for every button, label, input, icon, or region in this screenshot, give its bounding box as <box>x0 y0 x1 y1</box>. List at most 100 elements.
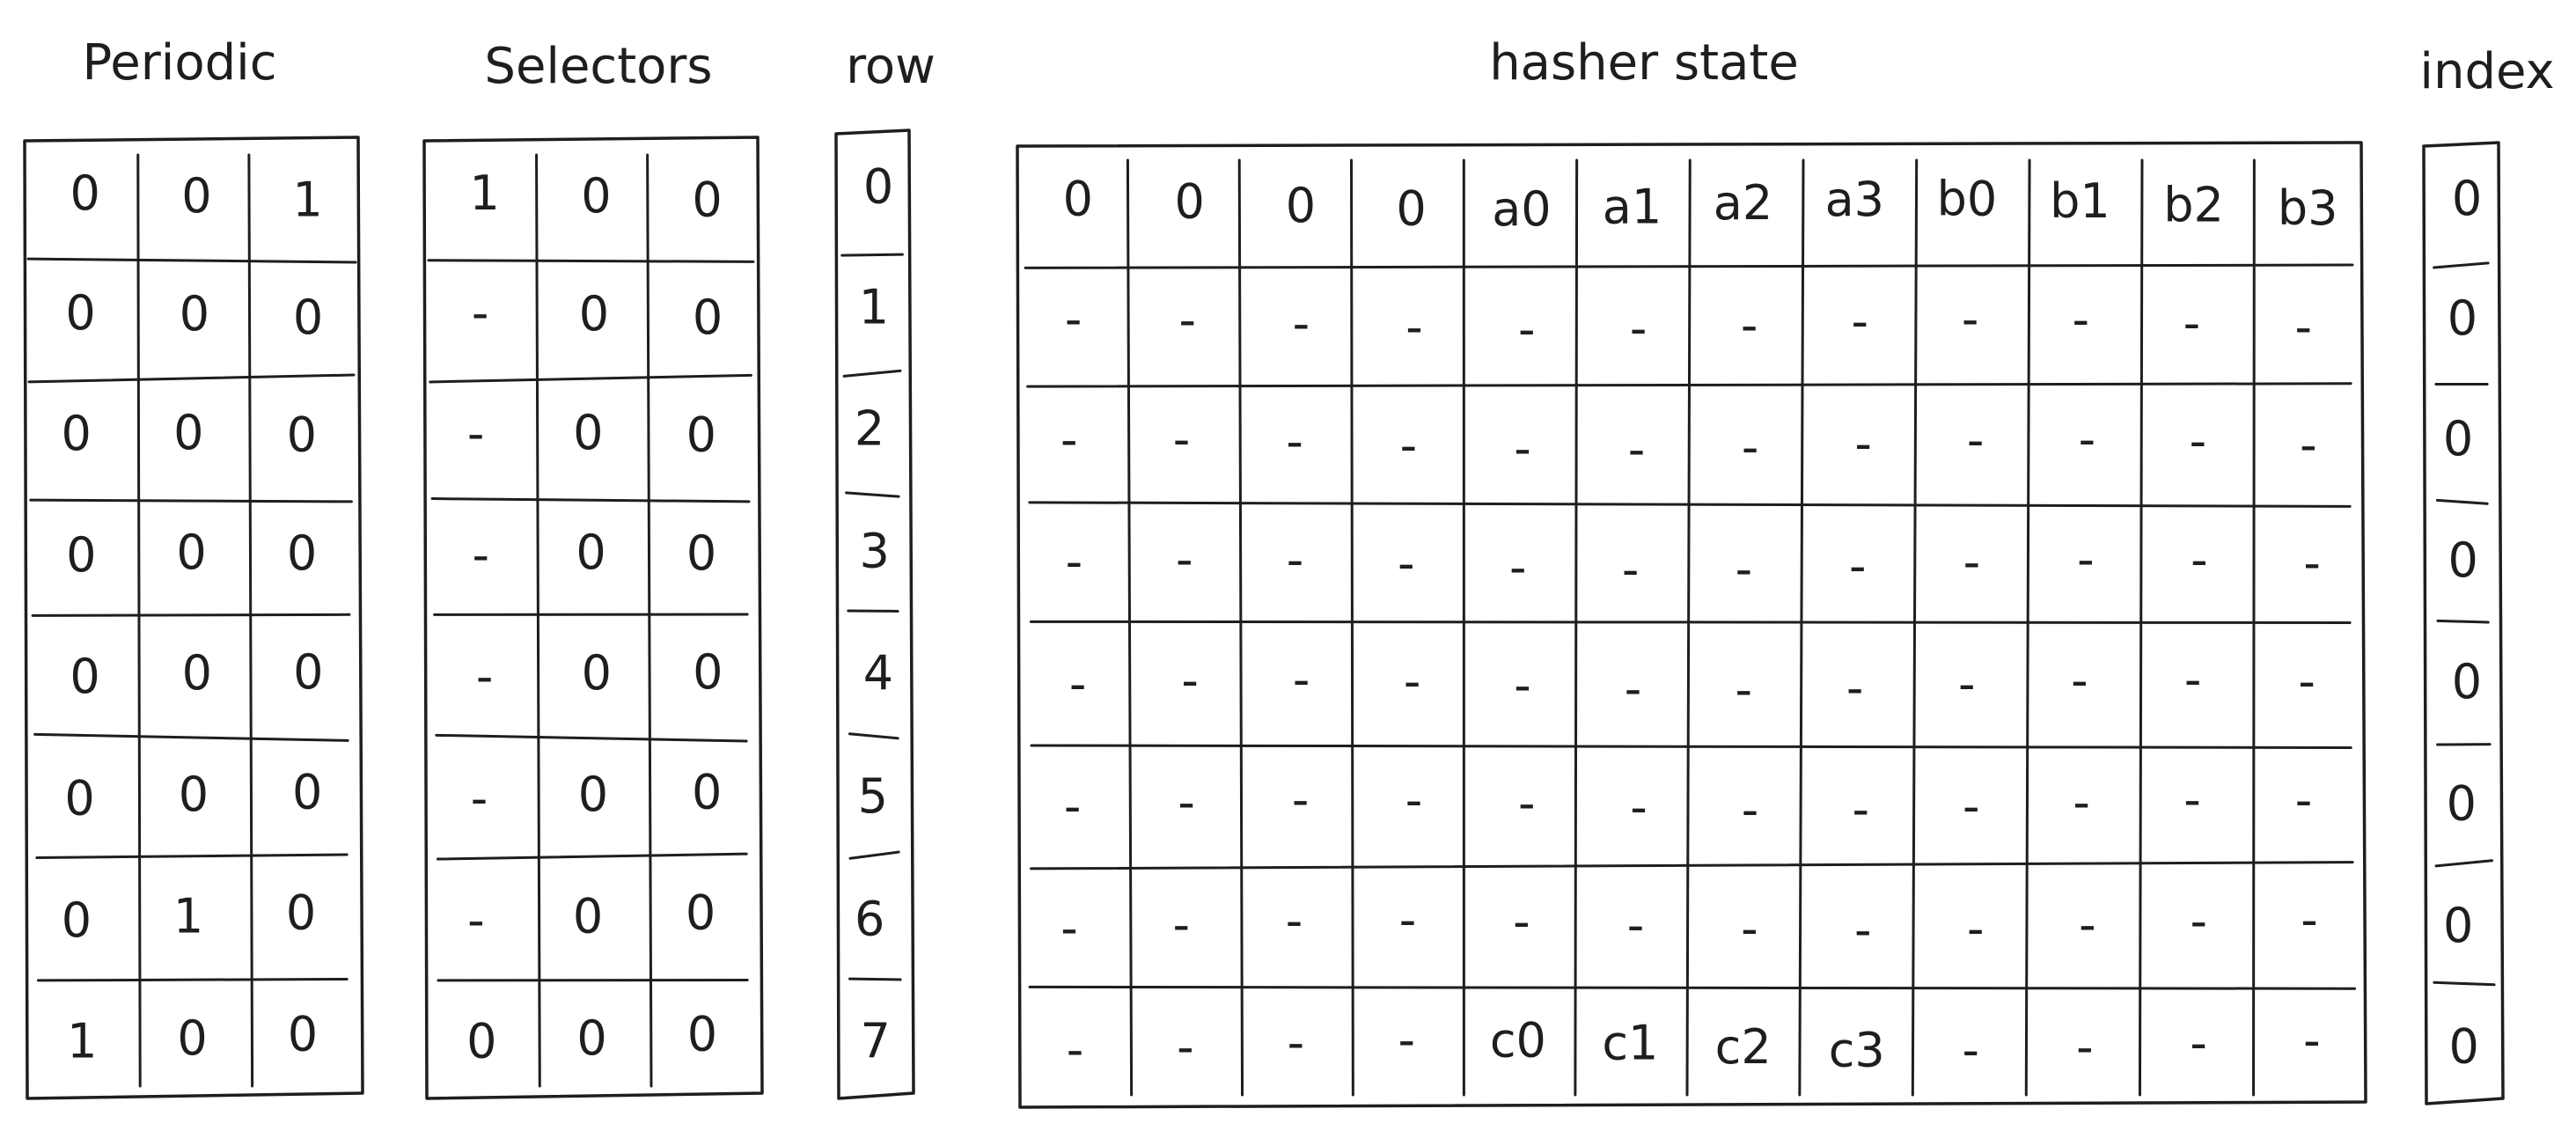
column-divider <box>1126 158 1134 1097</box>
cell-value: 0 <box>287 408 317 463</box>
row-divider <box>35 853 349 859</box>
cell-value: - <box>1625 661 1642 716</box>
cell-value: - <box>2079 897 2096 952</box>
cell-value: 0 <box>581 168 611 224</box>
column-divider <box>2138 158 2144 1097</box>
cell-value: - <box>1292 772 1310 827</box>
cell-value: - <box>2303 1012 2321 1068</box>
cell-value: - <box>2183 295 2201 350</box>
table-title-periodic: Periodic <box>83 34 277 92</box>
cell-value: 0 <box>573 889 603 944</box>
cell-value: - <box>2295 772 2313 827</box>
cell-value: 0 <box>179 767 209 822</box>
cell-value: - <box>1069 656 1087 711</box>
cell-value: - <box>467 406 485 461</box>
cell-value: - <box>1405 772 1423 827</box>
row-divider <box>1028 501 2352 508</box>
cell-value: 0 <box>2443 898 2473 953</box>
cell-value: 0 <box>686 885 716 940</box>
cell-value: 0 <box>1063 171 1093 226</box>
cell-value: 1 <box>67 1013 97 1069</box>
cell-value: 0 <box>2448 290 2477 346</box>
cell-value: - <box>2298 653 2315 709</box>
cell-value: - <box>2073 775 2090 830</box>
cell-value: - <box>1287 532 1304 588</box>
cell-value: - <box>1627 898 1645 953</box>
cell-value: - <box>1963 779 1980 834</box>
cell-value: - <box>1849 538 1867 593</box>
row-divider <box>29 498 353 503</box>
cell-value: - <box>1630 779 1648 834</box>
cell-value: 0 <box>1396 180 1426 236</box>
cell-value: - <box>467 892 485 948</box>
cell-value: 0 <box>2452 654 2482 709</box>
table-title-row: row <box>846 38 936 95</box>
cell-value: a3 <box>1825 172 1884 227</box>
cell-value: - <box>1060 900 1078 956</box>
row-divider <box>427 259 755 263</box>
cell-value: - <box>1173 411 1191 466</box>
cell-value: 0 <box>466 1013 496 1069</box>
cell-value: - <box>1177 1019 1194 1075</box>
cell-value: - <box>1060 412 1078 467</box>
cell-value: 0 <box>693 290 723 345</box>
cell-value: b2 <box>2163 177 2224 232</box>
cell-value: b3 <box>2278 180 2338 236</box>
table-title-index: index <box>2419 43 2554 100</box>
row-divider <box>36 977 349 982</box>
cell-value: 0 <box>70 165 99 221</box>
cell-value: 0 <box>686 525 716 581</box>
row-divider <box>1029 620 2352 625</box>
cell-value: - <box>1518 302 1536 357</box>
row-divider <box>2435 498 2489 505</box>
cell-value: - <box>1065 291 1083 347</box>
cell-value: - <box>2301 892 2318 947</box>
cell-value: - <box>2303 535 2321 591</box>
cell-value: - <box>1286 414 1303 469</box>
cell-value: - <box>2072 292 2089 348</box>
cell-value: - <box>1181 652 1199 708</box>
cell-value: - <box>1176 532 1193 587</box>
row-divider <box>2436 619 2490 624</box>
column-divider <box>247 153 254 1088</box>
column-divider <box>646 153 653 1088</box>
cell-value: 5 <box>858 768 888 824</box>
cell-value: - <box>2300 417 2317 473</box>
cell-value: 0 <box>2447 776 2477 832</box>
row-divider <box>31 613 351 617</box>
cell-value: 2 <box>855 400 884 456</box>
row-divider <box>1028 985 2357 990</box>
cell-value: - <box>1735 662 1752 717</box>
row-divider <box>2433 980 2496 987</box>
cell-value: - <box>1854 902 1872 958</box>
column-divider <box>1574 158 1579 1097</box>
cell-value: 0 <box>693 644 723 700</box>
cell-value: 0 <box>582 645 612 701</box>
column-divider <box>1911 158 1919 1097</box>
cell-value: - <box>1178 292 1196 348</box>
cell-value: - <box>2190 414 2207 469</box>
table-frame-selectors <box>422 136 764 1100</box>
cell-value: 0 <box>292 764 322 819</box>
column-divider <box>2024 158 2031 1097</box>
cell-value: - <box>1854 415 1872 471</box>
cell-value: - <box>471 771 488 826</box>
cell-value: 0 <box>293 644 323 700</box>
row-divider <box>435 733 748 743</box>
row-divider <box>436 852 748 861</box>
cell-value: 7 <box>861 1013 891 1069</box>
cell-value: 0 <box>1286 178 1316 233</box>
row-divider <box>840 253 904 257</box>
cell-value: 0 <box>578 767 608 822</box>
cell-value: 0 <box>692 764 722 819</box>
table-title-selectors: Selectors <box>484 38 712 95</box>
cell-value: 0 <box>182 645 212 701</box>
cell-value: - <box>1853 782 1870 837</box>
table-frame-hasher-state <box>1016 141 2367 1109</box>
row-divider <box>848 977 902 981</box>
cell-value: - <box>1173 897 1191 952</box>
column-divider <box>1237 158 1244 1097</box>
cell-value: 0 <box>2448 532 2477 588</box>
cell-value: 1 <box>292 173 322 228</box>
